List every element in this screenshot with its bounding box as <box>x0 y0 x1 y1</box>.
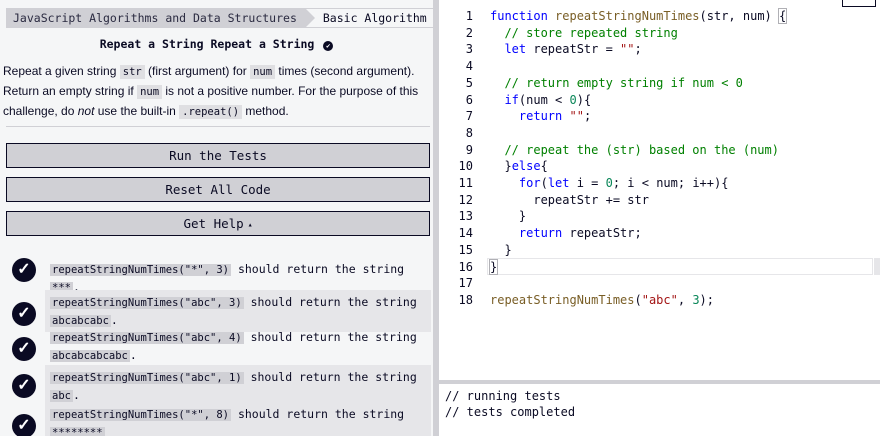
code-line-11: for(let i = 0; i < num; i++){ <box>490 176 729 190</box>
code-str: str <box>119 65 145 79</box>
description-text: use the built-in <box>94 104 180 118</box>
challenge-title-text: Repeat a String Repeat a String <box>99 37 315 51</box>
test-result: abcabcabc <box>50 315 111 327</box>
description-text: Repeat a given string <box>3 64 120 78</box>
test-end: . <box>72 280 80 294</box>
line-number: 11 <box>458 176 473 190</box>
line-number: 7 <box>465 109 473 124</box>
line-number: 2 <box>465 25 473 40</box>
code-line-18: repeatStringNumTimes("abc", 3); <box>490 293 714 307</box>
description-text: is not a positive number. For the purpos… <box>3 84 419 118</box>
code-line-12: repeatStr += str <box>490 193 649 207</box>
description-text: (first argument) for <box>144 64 251 78</box>
caret-up-icon: ▴ <box>247 220 253 229</box>
test-code: repeatStringNumTimes("*", 8) <box>50 409 232 421</box>
line-number: 17 <box>458 276 473 291</box>
code-line-3: let repeatStr = ""; <box>490 42 642 56</box>
cursor-line-highlight <box>487 258 873 275</box>
line-number: 10 <box>458 159 473 174</box>
run-tests-button[interactable]: Run the Tests <box>6 143 430 168</box>
scrollbar-marker <box>874 258 880 275</box>
test-text: should return the string <box>231 407 405 421</box>
instructions-panel: JavaScript Algorithms and Data Structure… <box>0 0 433 436</box>
test-item: repeatStringNumTimes("abc", 1) should re… <box>45 365 431 405</box>
test-pass-icon: ✓ <box>12 258 36 282</box>
test-code: repeatStringNumTimes("*", 3) <box>50 264 232 276</box>
panel-splitter[interactable] <box>433 0 439 436</box>
line-number: 12 <box>458 192 473 207</box>
test-pass-icon: ✓ <box>12 414 36 436</box>
test-text: should return the string <box>243 295 417 309</box>
test-end: . <box>72 388 80 402</box>
description-text: times (second argument). Return an empty… <box>3 64 415 98</box>
test-text: should return the string <box>243 330 417 344</box>
line-number: 13 <box>458 209 473 224</box>
code-repeat: .repeat() <box>179 105 243 119</box>
description-text: method. <box>242 104 289 118</box>
divider <box>6 126 430 127</box>
test-item: repeatStringNumTimes("*", 3) should retu… <box>45 257 431 294</box>
console-splitter[interactable] <box>439 380 880 384</box>
test-result: ******** <box>50 427 105 436</box>
test-text: should return the string <box>231 262 405 276</box>
test-end: . <box>129 348 137 362</box>
line-number: 5 <box>465 75 473 90</box>
completed-check-icon: ✔ <box>323 41 334 51</box>
code-num: num <box>137 85 163 99</box>
code-line-10: }else{ <box>490 159 548 173</box>
test-result: abc <box>50 390 73 402</box>
line-number: 16 <box>458 259 473 274</box>
code-line-15: } <box>490 243 512 257</box>
code-line-1: function repeatStringNumTimes(str, num) … <box>490 8 788 24</box>
output-console: // running tests // tests completed <box>439 384 880 436</box>
code-num: num <box>250 65 276 79</box>
breadcrumb-subsection[interactable]: Basic Algorithm Scripting <box>304 8 433 28</box>
get-help-label: Get Help <box>183 216 244 231</box>
test-result: abcabcabcabc <box>50 350 130 362</box>
matched-bracket: } <box>488 259 499 275</box>
code-line-6: if(num < 0){ <box>490 93 592 107</box>
line-number: 8 <box>465 125 473 140</box>
breadcrumb: JavaScript Algorithms and Data Structure… <box>6 8 433 28</box>
console-line: // tests completed <box>445 405 576 419</box>
test-code: repeatStringNumTimes("abc", 3) <box>50 297 244 309</box>
console-line: // running tests <box>445 389 561 403</box>
challenge-title: Repeat a String Repeat a String ✔ <box>0 37 433 51</box>
test-item: repeatStringNumTimes("abc", 3) should re… <box>45 290 431 332</box>
test-pass-icon: ✓ <box>12 337 36 361</box>
code-line-9: // repeat the (str) based on the (num) <box>490 143 779 157</box>
reset-code-button[interactable]: Reset All Code <box>6 177 430 202</box>
get-help-button[interactable]: Get Help▴ <box>6 211 430 236</box>
test-end: . <box>110 313 118 327</box>
line-number: 3 <box>465 42 473 57</box>
line-number: 6 <box>465 92 473 107</box>
test-code: repeatStringNumTimes("abc", 1) <box>50 372 244 384</box>
test-pass-icon: ✓ <box>12 302 36 326</box>
code-line-14: return repeatStr; <box>490 226 642 240</box>
code-line-7: return ""; <box>490 109 592 123</box>
line-number: 15 <box>458 242 473 257</box>
code-line-16: } <box>488 259 499 276</box>
test-code: repeatStringNumTimes("abc", 4) <box>50 332 244 344</box>
emphasis-not: not <box>77 104 95 118</box>
test-item: repeatStringNumTimes("abc", 4) should re… <box>45 325 431 367</box>
editor-top-button[interactable] <box>842 0 876 7</box>
line-number: 14 <box>458 226 473 241</box>
test-text: should return the string <box>243 370 417 384</box>
breadcrumb-section[interactable]: JavaScript Algorithms and Data Structure… <box>6 8 315 28</box>
test-item: repeatStringNumTimes("*", 8) should retu… <box>45 402 431 436</box>
line-number: 18 <box>458 292 473 307</box>
line-number: 9 <box>465 142 473 157</box>
line-number: 4 <box>465 59 473 74</box>
test-pass-icon: ✓ <box>12 374 36 398</box>
matched-bracket: { <box>777 8 788 24</box>
line-number: 1 <box>465 9 473 23</box>
challenge-description: Repeat a given string str (first argumen… <box>3 62 431 122</box>
code-line-5: // return empty string if num < 0 <box>490 76 743 90</box>
code-line-2: // store repeated string <box>490 26 678 40</box>
code-line-13: } <box>490 209 527 223</box>
